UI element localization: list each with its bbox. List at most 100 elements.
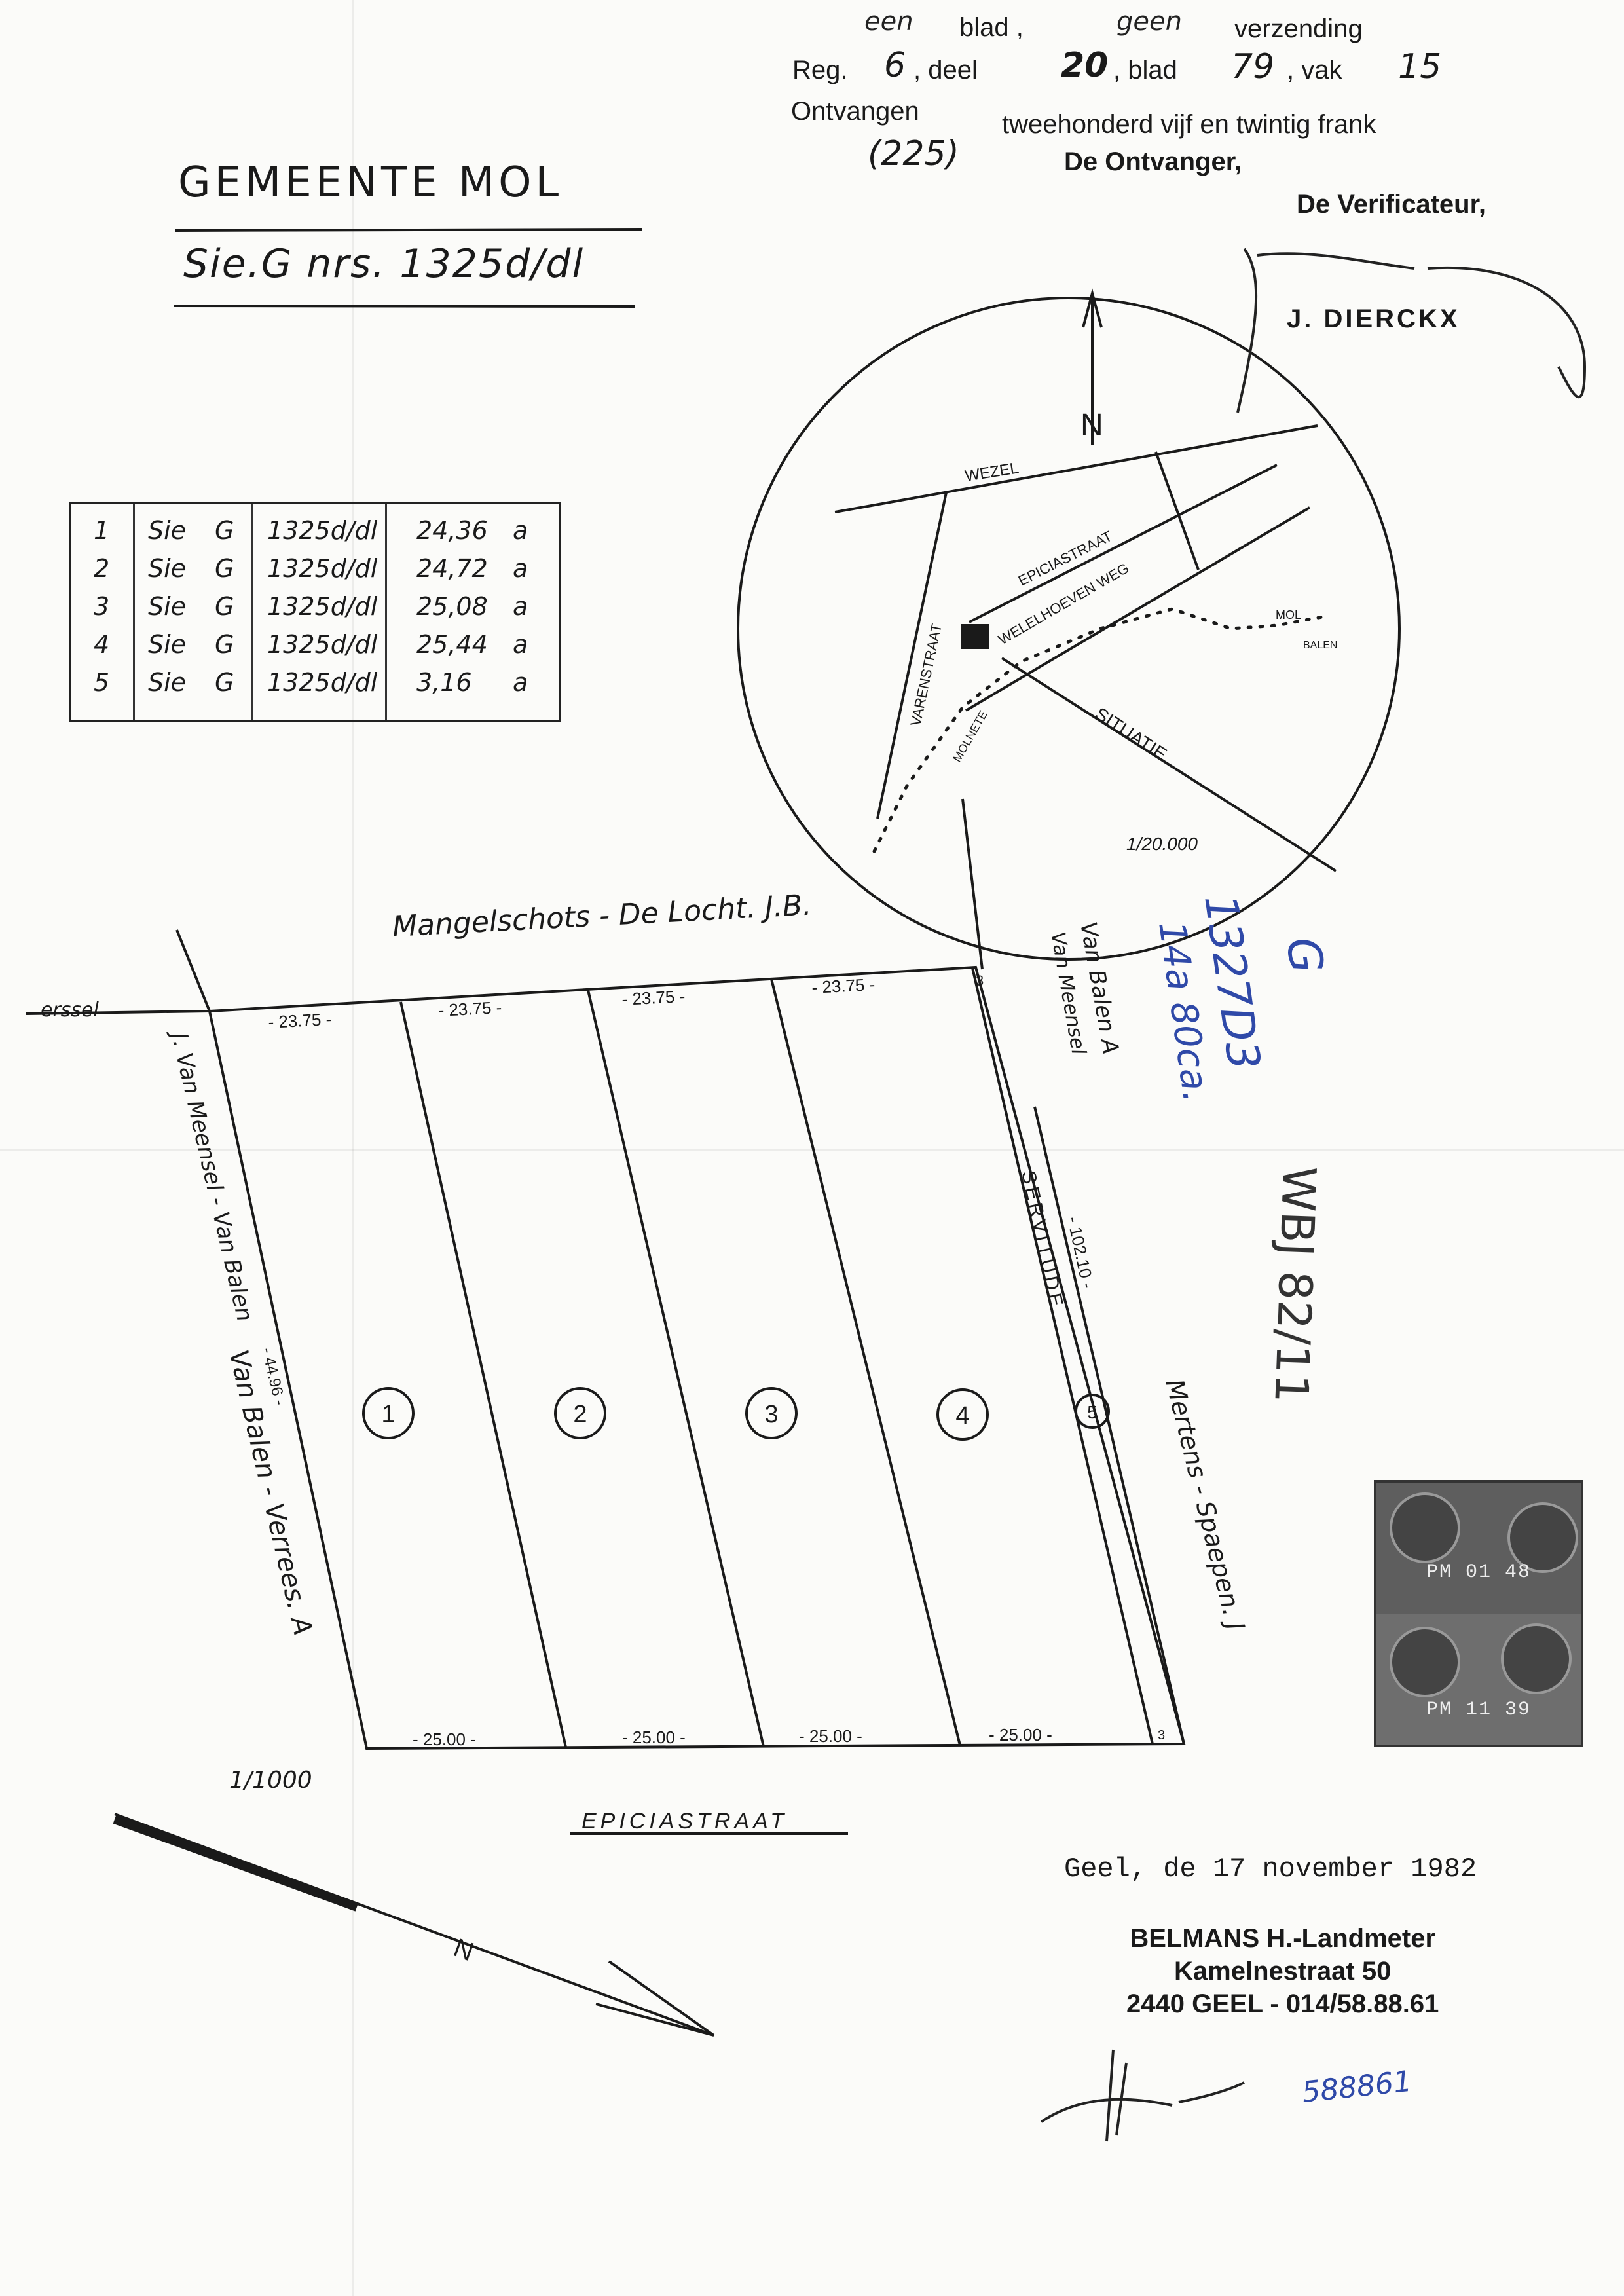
map-situatie-line xyxy=(1001,657,1337,872)
header-verzending: verzending xyxy=(1234,14,1363,43)
map-label-nete: MOLNETE xyxy=(950,709,990,764)
row-nr: 4 xyxy=(94,630,110,659)
street-bottom: EPICIASTRAAT xyxy=(581,1809,788,1834)
dim-bottom-5: 3 xyxy=(1158,1728,1165,1743)
map-scale: 1/20.000 xyxy=(1126,834,1198,854)
map-street-epicia xyxy=(969,464,1278,623)
row-sie: Sie xyxy=(148,554,187,583)
table-row: 2 Sie G 1325d/dl 24,72 a xyxy=(71,547,559,585)
dim-top-2: - 23.75 - xyxy=(438,997,502,1020)
plot-left-edge-handwriting: erssel xyxy=(41,999,100,1022)
table-row: 4 Sie G 1325d/dl 25,44 a xyxy=(71,623,559,661)
row-area: 24,36 xyxy=(416,516,488,545)
map-north-arrowhead xyxy=(1082,288,1103,328)
stamp-seal-icon xyxy=(1507,1502,1578,1573)
reg-value: 6 xyxy=(884,46,906,85)
row-nr: 2 xyxy=(94,554,110,583)
parcel-4-circle xyxy=(936,1388,989,1441)
dim-top-1: - 23.75 - xyxy=(268,1009,332,1032)
row-unit: a xyxy=(513,668,528,697)
parcel-2-circle xyxy=(554,1387,606,1439)
vak-label: , vak xyxy=(1287,56,1342,84)
plot-north-arrow-tail xyxy=(113,1815,359,1912)
parcel-4-number: 4 xyxy=(955,1402,969,1430)
map-label-mol: MOL xyxy=(1276,608,1301,621)
row-sie: Sie xyxy=(148,668,187,697)
surveyor-name: BELMANS H.-Landmeter xyxy=(1130,1924,1436,1953)
surveyor-city: 2440 GEEL - 014/58.88.61 xyxy=(1126,1990,1439,2018)
blad-value: 79 xyxy=(1231,47,1275,86)
parcel-5-number: 5 xyxy=(1087,1402,1098,1422)
row-nr: 5 xyxy=(94,668,110,697)
table-col-divider xyxy=(251,504,253,720)
plot-scale: 1/1000 xyxy=(229,1767,312,1794)
row-area: 24,72 xyxy=(416,554,488,583)
row-perceel: 1325d/dl xyxy=(267,592,378,621)
dim-bottom-4: - 25.00 - xyxy=(989,1725,1052,1745)
row-sec: G xyxy=(215,516,234,545)
reg-label: Reg. xyxy=(792,56,848,84)
fiscal-stamp: PM 01 48 PM 11 39 xyxy=(1374,1480,1583,1747)
plot-left-extension-up xyxy=(175,929,211,1012)
row-area: 25,08 xyxy=(416,592,488,621)
dim-top-5: 3 xyxy=(976,972,984,989)
header-hw-geen: geen xyxy=(1116,7,1182,37)
plot-north-arrowhead xyxy=(595,1960,715,2037)
dim-bottom-2: - 25.00 - xyxy=(622,1728,686,1747)
row-sec: G xyxy=(215,554,234,583)
map-street-wezel xyxy=(834,424,1318,513)
plot-outline xyxy=(208,965,1186,1750)
row-sec: G xyxy=(215,592,234,621)
stamp-top-text: PM 01 48 xyxy=(1426,1561,1532,1583)
map-site-marker xyxy=(961,624,989,649)
servitude-label: SERVITUDE xyxy=(1017,1169,1067,1312)
servitude-line xyxy=(1033,1106,1185,1745)
deel-value: 20 xyxy=(1061,46,1109,85)
row-unit: a xyxy=(513,554,528,583)
row-sie: Sie xyxy=(148,630,187,659)
parcel-2-number: 2 xyxy=(573,1401,587,1428)
map-north-label: N xyxy=(1080,408,1103,443)
row-perceel: 1325d/dl xyxy=(267,516,378,545)
receiver-label: De Ontvanger, xyxy=(1064,147,1242,176)
parcel-5-circle xyxy=(1075,1394,1110,1429)
received-label: Ontvangen xyxy=(791,97,919,126)
title-underline xyxy=(175,228,642,232)
plot-divider-2-3 xyxy=(587,990,765,1747)
dim-bottom-3: - 25.00 - xyxy=(799,1726,862,1746)
margin-note: WBJ 82/11 xyxy=(1264,1165,1326,1404)
section-title: Sie.G nrs. 1325d/dl xyxy=(183,241,585,287)
row-perceel: 1325d/dl xyxy=(267,630,378,659)
stamp-top: PM 01 48 xyxy=(1376,1483,1581,1616)
parcel-1-circle xyxy=(362,1387,415,1439)
situation-circle xyxy=(737,297,1401,961)
received-amount-number: (225) xyxy=(868,134,959,174)
stamp-seal-icon xyxy=(1501,1623,1572,1694)
row-perceel: 1325d/dl xyxy=(267,554,378,583)
row-sec: G xyxy=(215,668,234,697)
plot-top-extension xyxy=(961,798,984,970)
municipality-title: GEMEENTE MOL xyxy=(178,158,563,207)
plot-left-extension xyxy=(26,1010,210,1015)
paper-fold-vertical xyxy=(352,0,354,2296)
header-hw-een: een xyxy=(864,7,913,37)
row-sie: Sie xyxy=(148,592,187,621)
surveyor-stamp: BELMANS H.-Landmeter Kamelnestraat 50 24… xyxy=(1126,1922,1439,2020)
neighbour-east-c: Mertens - Spaepen. J xyxy=(1160,1377,1250,1634)
stamp-bottom-text: PM 11 39 xyxy=(1426,1699,1532,1721)
stamp-bottom: PM 11 39 xyxy=(1376,1614,1581,1745)
table-row: 5 Sie G 1325d/dl 3,16 a xyxy=(71,661,559,699)
parcel-3-circle xyxy=(745,1387,798,1439)
map-label-varen: VARENSTRAAT xyxy=(907,622,945,728)
vak-value: 15 xyxy=(1398,47,1442,86)
plot-divider-4-5 xyxy=(971,967,1154,1745)
row-area: 25,44 xyxy=(416,630,488,659)
parcel-1-number: 1 xyxy=(381,1401,395,1428)
place-date: Geel, de 17 november 1982 xyxy=(1064,1853,1477,1885)
table-row: 3 Sie G 1325d/dl 25,08 a xyxy=(71,585,559,623)
verifier-name: J. DIERCKX xyxy=(1287,305,1460,333)
plot-divider-1-2 xyxy=(399,1001,567,1748)
row-unit: a xyxy=(513,592,528,621)
table-row: 1 Sie G 1325d/dl 24,36 a xyxy=(71,509,559,547)
